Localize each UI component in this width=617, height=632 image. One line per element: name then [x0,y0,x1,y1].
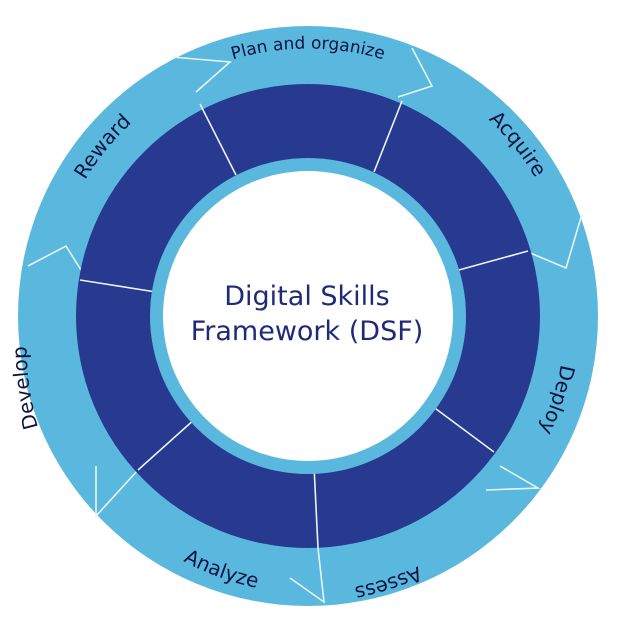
arrow-separator [95,466,139,519]
segment-divider [447,250,529,274]
arrow-separator [27,244,87,279]
arrow-separator [171,56,232,93]
segment-divider [137,417,197,471]
arrow-separator [485,465,541,491]
arrow-separator [289,547,325,604]
arrow-separator [397,47,434,98]
segment-divider [199,103,237,176]
center-title-line1: Digital Skills [224,281,390,312]
segment-divider [313,465,319,549]
segment-divider [427,402,495,453]
arrow-separator [527,213,583,270]
center-title-line2: Framework (DSF) [191,316,424,347]
center-circle [163,171,453,461]
segment-divider [79,279,157,293]
inner-ring-dividers [79,100,529,549]
outer-ring-arrows [27,47,583,604]
segment-divider [373,100,403,173]
